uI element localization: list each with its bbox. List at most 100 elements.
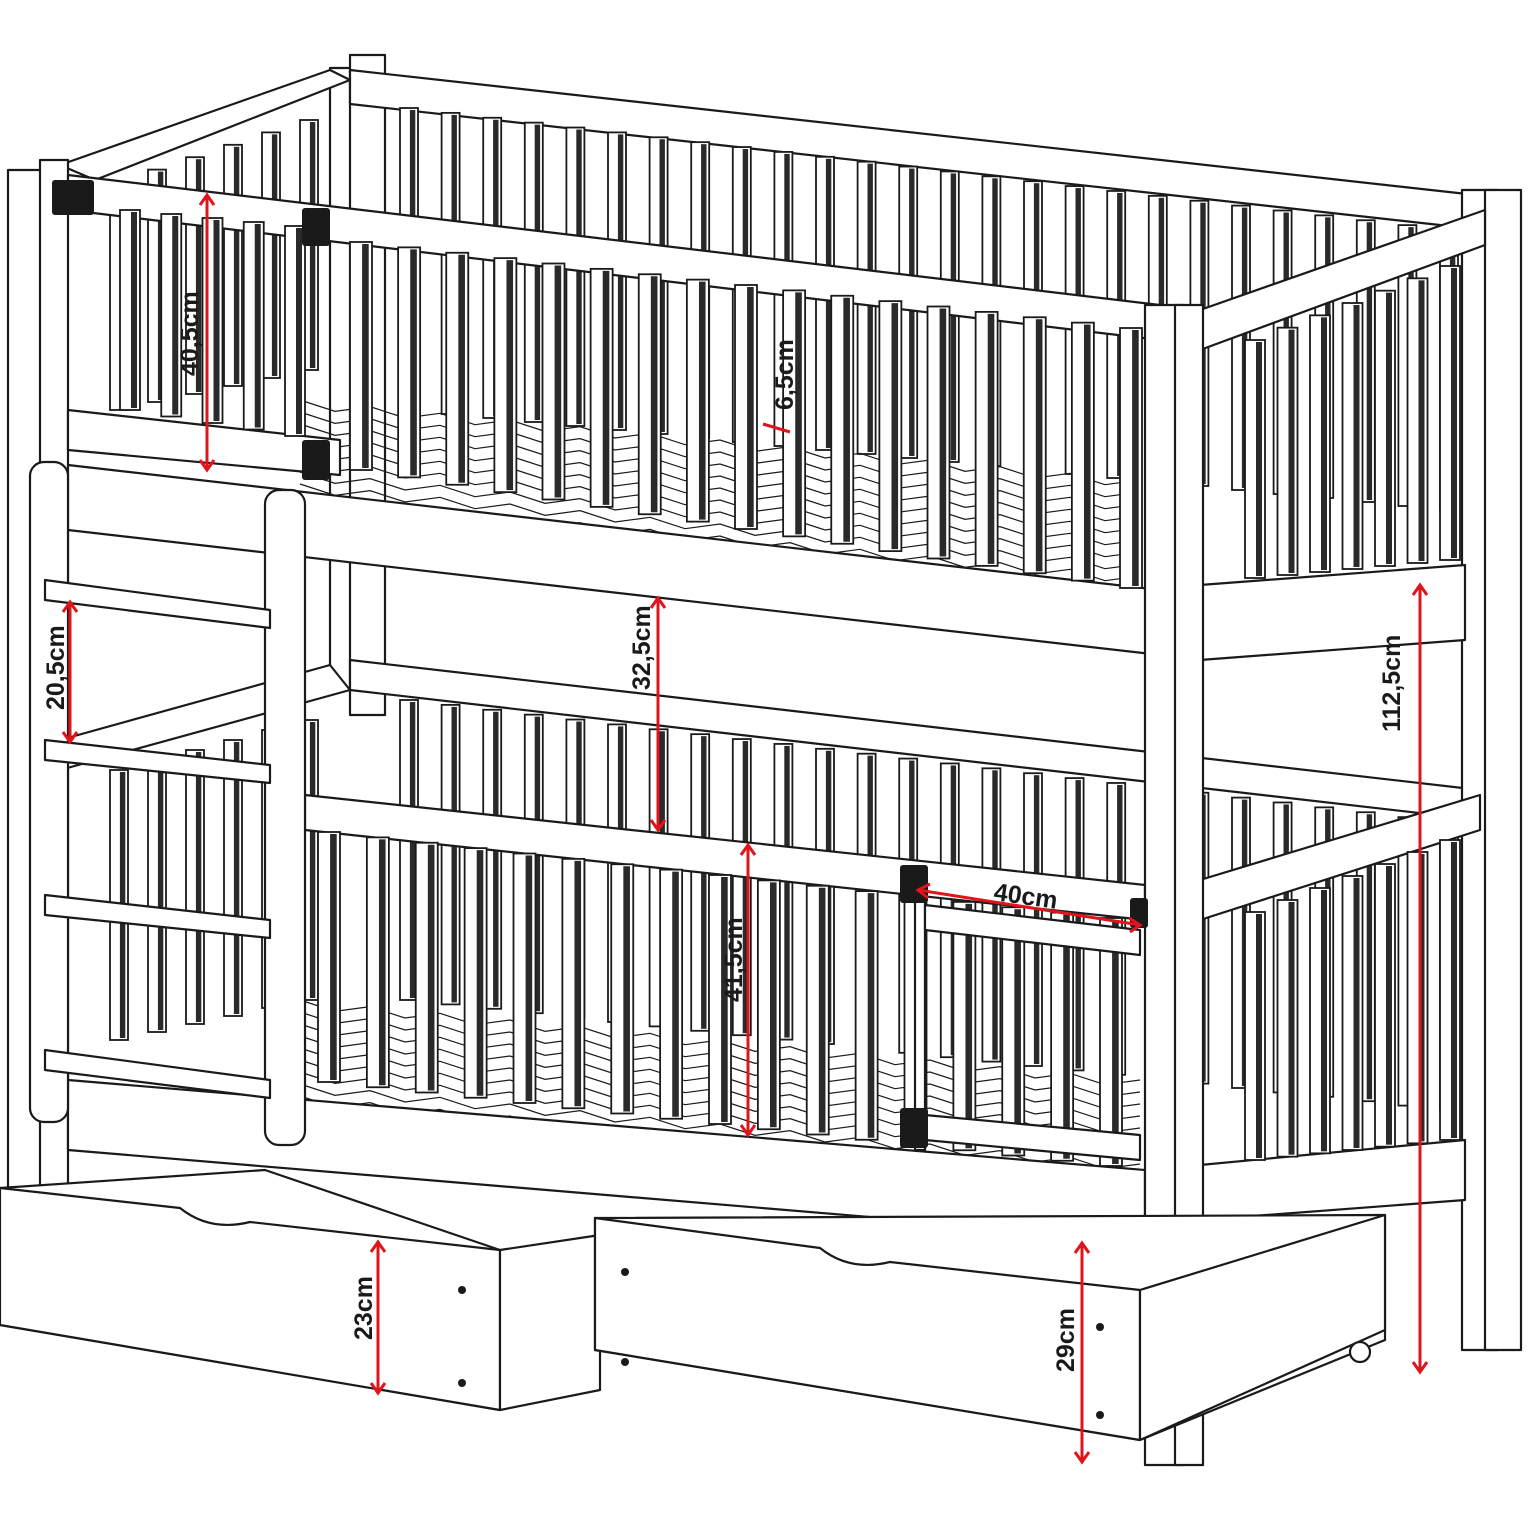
right-lower-slat-shade xyxy=(1386,866,1392,1145)
back-lower-slat-shade xyxy=(493,711,499,1007)
back-upper-slat-shade xyxy=(1366,222,1373,501)
dimension-slat-gap: 6,5cm xyxy=(762,339,799,434)
gate-upper-slat-shade xyxy=(172,216,179,415)
front-upper-slat-shade xyxy=(747,287,754,527)
front-upper-slat-shade xyxy=(795,292,802,535)
front-lower-slat-shade xyxy=(574,860,582,1107)
front-lower-slat xyxy=(659,868,684,1120)
front-lower-slat xyxy=(561,857,586,1110)
drawer-left xyxy=(0,1168,602,1412)
front-lower-slat xyxy=(756,879,781,1131)
left-upper-slat-shade xyxy=(233,146,240,384)
front-upper-slat-shade xyxy=(1083,324,1091,579)
front-upper-slat-shade xyxy=(843,297,850,542)
back-lower-slat-shade xyxy=(784,745,790,1038)
front-lower-slat-shade xyxy=(378,839,386,1086)
back-lower-slat-shade xyxy=(701,736,707,1029)
upper-mesh-line xyxy=(299,483,1141,570)
front-upper-slat xyxy=(685,278,710,523)
front-lower-slat xyxy=(805,884,830,1136)
back-upper-slat-shade xyxy=(909,168,915,456)
left-lower-slat xyxy=(185,749,205,1025)
back-upper-slat-shade xyxy=(534,124,541,420)
front-upper-slat xyxy=(830,294,855,545)
right-lower-slat-shade xyxy=(1353,878,1360,1148)
front-upper-slat-shade xyxy=(939,308,947,557)
upper-mesh-line xyxy=(299,423,1141,510)
back-lower-slat-shade xyxy=(742,741,749,1034)
back-upper-slat-shade xyxy=(867,163,873,452)
front-upper-slat xyxy=(637,273,662,516)
right-lower-slat-shade xyxy=(1256,914,1262,1158)
back-upper-slat-shade xyxy=(617,134,624,428)
left-lower-slat-shade xyxy=(309,722,316,998)
dimension-drawer-left-height: 23cm xyxy=(350,1239,387,1396)
front-upper-slat xyxy=(926,305,951,560)
right-lower-slat-shade xyxy=(1288,902,1295,1155)
front-lower-slat-shade xyxy=(623,866,630,1112)
right-lower-slat-shade xyxy=(1321,890,1327,1152)
front-lower-slat-shade xyxy=(1014,909,1021,1154)
front-upper-slat-shade xyxy=(410,249,417,476)
gate-upper-slat-shade xyxy=(213,220,220,421)
front-upper-slat-shade xyxy=(987,313,995,564)
left-lower-slat-shade xyxy=(195,752,202,1022)
front-lower-slat xyxy=(1001,906,1026,1157)
front-upper-slat xyxy=(974,310,999,567)
left-upper-slat-shade xyxy=(271,134,278,376)
upper-bunk xyxy=(66,173,1162,657)
gate-upper-slat-shade xyxy=(296,228,302,434)
right-upper-slat-shade xyxy=(1288,329,1295,573)
left-lower-slat-shade xyxy=(157,762,164,1030)
left-lower-slat xyxy=(147,759,167,1033)
front-upper-slat-shade xyxy=(602,270,610,505)
front-lower-slat xyxy=(610,863,635,1115)
gate-upper-slat-shade xyxy=(254,224,261,428)
back-upper-slat-shade xyxy=(950,173,957,460)
front-upper-slat-shade xyxy=(1035,319,1043,572)
front-upper-slat-shade xyxy=(362,244,369,468)
front-upper-slat-shade xyxy=(554,265,562,498)
dimension-drawer-right-height: 29cm xyxy=(1052,1240,1091,1465)
back-lower-slat-shade xyxy=(409,702,416,998)
dimension-bunk-clearance: 32,5cm xyxy=(628,595,667,833)
right-upper-slat-shade xyxy=(1386,292,1392,564)
front-upper-slat xyxy=(541,262,566,501)
back-lower-slat-shade xyxy=(451,706,457,1003)
front-upper-slat-shade xyxy=(458,254,465,483)
left-upper-slat xyxy=(223,143,243,387)
front-lower-slat-shade xyxy=(672,871,679,1117)
front-lower-slat xyxy=(952,900,977,1152)
front-lower-slat-shade xyxy=(1112,920,1119,1164)
back-upper-slat-shade xyxy=(576,129,582,424)
drawer-right xyxy=(593,1213,1387,1442)
label-ladder-step: 20,5cm xyxy=(42,625,70,710)
label-bed-height: 112,5cm xyxy=(1378,635,1406,732)
front-upper-slat-shade xyxy=(506,260,514,491)
front-lower-slat xyxy=(512,852,537,1104)
front-upper-slat xyxy=(878,300,903,553)
label-top-rail-height: 40,5cm xyxy=(176,291,204,376)
ladder xyxy=(28,460,307,1147)
back-lower-slat-shade xyxy=(534,716,541,1012)
front-lower-slat-shade xyxy=(867,893,875,1138)
front-upper-slat-shade xyxy=(1132,330,1139,586)
front-lower-slat-shade xyxy=(476,850,484,1096)
lower-bunk xyxy=(66,793,1147,1242)
upper-mesh-line xyxy=(299,399,1141,486)
front-upper-slat-shade xyxy=(891,303,899,550)
label-lower-rail-height: 41,5cm xyxy=(720,917,748,1002)
dimension-bed-height: 112,5cm xyxy=(1378,582,1429,1375)
front-upper-slat-shade xyxy=(650,276,658,513)
gate-upper-slat-shade xyxy=(131,212,137,408)
back-upper-slat-shade xyxy=(825,158,832,449)
front-lower-slat-shade xyxy=(525,855,533,1101)
right-upper-slat-shade xyxy=(1418,280,1425,561)
front-lower-slat-shade xyxy=(818,887,826,1133)
upper-mesh-line xyxy=(299,459,1141,546)
front-upper-slat xyxy=(589,267,614,508)
front-upper-slat xyxy=(734,284,758,530)
label-drawer-right-height: 29cm xyxy=(1052,1308,1080,1372)
front-lower-slat-shade xyxy=(427,844,435,1091)
